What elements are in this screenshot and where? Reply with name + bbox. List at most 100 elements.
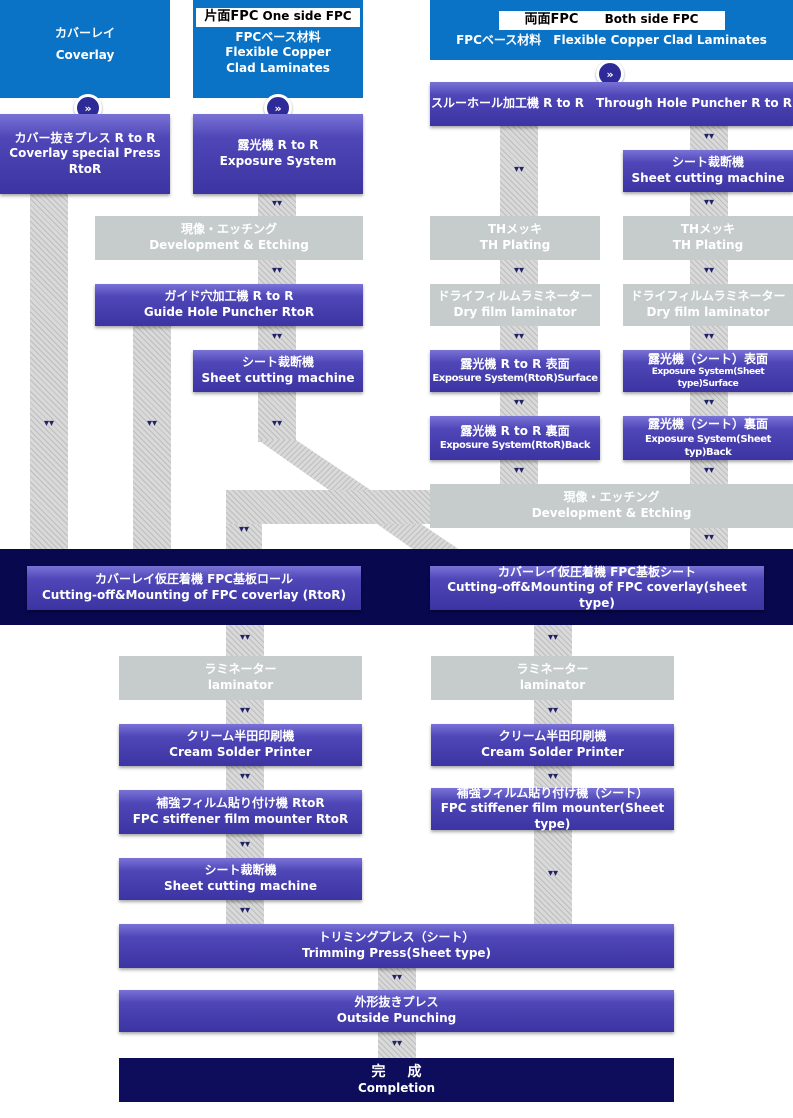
chevron-down-icon: ▾▾ (239, 632, 251, 643)
chevron-down-icon: ▾▾ (391, 972, 403, 983)
chevron-down-icon: ▾▾ (513, 331, 525, 342)
th-plating-1-jp: THメッキ (487, 222, 543, 237)
connector (226, 834, 264, 858)
laminator-2-box: ラミネーター laminator (431, 656, 674, 700)
chevron-down-icon: ▾▾ (703, 265, 715, 276)
cover-mount-roll-box: カバーレイ仮圧着機 FPC基板ロール Cutting-off&Mounting … (27, 566, 361, 610)
dev-etch-1-en: Development & Etching (149, 238, 309, 252)
connector (534, 766, 572, 790)
connector (226, 700, 264, 724)
sheet-cut-2-jp: シート裁断機 (671, 155, 744, 170)
guide-hole-jp: ガイド穴加工機 R to R (164, 289, 294, 304)
exposure-box: 露光機 R to R Exposure System (193, 114, 363, 194)
one-side-fpc-badge: 片面FPC One side FPC (196, 8, 360, 27)
connector (226, 900, 264, 924)
both-side-fpc-badge: 両面FPC Both side FPC (498, 11, 725, 31)
cream-1-en: Cream Solder Printer (169, 745, 312, 759)
connector (690, 392, 728, 416)
connector (500, 326, 538, 350)
chevron-down-icon: ▾▾ (513, 164, 525, 175)
connector (500, 126, 538, 216)
connector (378, 968, 416, 990)
exp-sheet-surface-en: Exposure System(Sheet type)Surface (651, 367, 765, 389)
sheet-cut-1-en: Sheet cutting machine (201, 371, 355, 385)
completion-en: Completion (357, 1081, 436, 1096)
exp-sheet-back-en: Exposure System(Sheet typ)Back (644, 433, 772, 458)
connector (500, 460, 538, 484)
chevron-down-icon: ▾▾ (547, 705, 559, 716)
cream-2-en: Cream Solder Printer (481, 745, 624, 759)
chevron-down-icon: ▾▾ (239, 705, 251, 716)
stiffener-rtor-jp: 補強フィルム貼り付け機 RtoR (156, 796, 325, 811)
cover-mount-roll-en: Cutting-off&Mounting of FPC coverlay (Rt… (41, 588, 347, 602)
chevron-down-icon: ▾▾ (703, 331, 715, 342)
coverlay-jp: カバーレイ (54, 26, 115, 41)
chevron-down-icon: ▾▾ (703, 397, 715, 408)
connector (690, 126, 728, 150)
connector (690, 528, 728, 550)
both-side-badge-en: Both side FPC (604, 12, 699, 27)
exposure-en: Exposure System (219, 154, 337, 168)
trimming-en: Trimming Press(Sheet type) (301, 946, 492, 960)
coverlay-source: カバーレイ Coverlay (0, 0, 170, 98)
cover-mount-sheet-jp: カバーレイ仮圧着機 FPC基板シート (498, 564, 696, 579)
connector (258, 392, 296, 442)
both-side-base: FPCベース材料 Flexible Copper Clad Laminates (456, 33, 767, 48)
dry-film-1-en: Dry film laminator (453, 305, 577, 319)
dry-film-2-box: ドライフィルムラミネーター Dry film laminator (623, 284, 793, 326)
cover-mount-roll-jp: カバーレイ仮圧着機 FPC基板ロール (95, 572, 293, 587)
exp-sheet-back-box: 露光機（シート）裏面 Exposure System(Sheet typ)Bac… (623, 416, 793, 460)
chevron-down-icon: ▾▾ (239, 839, 251, 850)
cover-mount-sheet-en: Cutting-off&Mounting of FPC coverlay(she… (447, 580, 747, 610)
coverlay-press-en2: RtoR (68, 161, 102, 176)
cream-2-jp: クリーム半田印刷機 (498, 729, 607, 744)
outside-jp: 外形抜きプレス (354, 995, 439, 1010)
laminator-1-jp: ラミネーター (204, 662, 277, 677)
chevron-down-icon: ▾▾ (703, 131, 715, 142)
chevron-down-icon: ▾▾ (703, 532, 715, 543)
connector (500, 392, 538, 416)
stiffener-sheet-en: FPC stiffener film mounter(Sheet type) (440, 801, 665, 831)
laminator-2-jp: ラミネーター (516, 662, 589, 677)
exp-rtor-back-jp: 露光機 R to R 裏面 (460, 423, 570, 438)
connector (500, 260, 538, 284)
coverlay-press-en: Coverlay special Press (9, 146, 161, 161)
exp-rtor-back-box: 露光機 R to R 裏面 Exposure System(RtoR)Back (430, 416, 600, 460)
exp-rtor-back-en: Exposure System(RtoR)Back (439, 440, 591, 452)
outside-box: 外形抜きプレス Outside Punching (119, 990, 674, 1032)
connector (534, 700, 572, 724)
connector (690, 460, 728, 484)
exp-sheet-surface-box: 露光機（シート）表面 Exposure System(Sheet type)Su… (623, 350, 793, 392)
connector (133, 326, 171, 550)
exp-rtor-surface-box: 露光機 R to R 表面 Exposure System(RtoR)Surfa… (430, 350, 600, 392)
th-plating-1-en: TH Plating (479, 238, 551, 252)
connector (226, 766, 264, 790)
exp-rtor-surface-jp: 露光機 R to R 表面 (460, 356, 570, 371)
dev-etch-1-jp: 現像・エッチング (180, 222, 277, 237)
laminator-2-en: laminator (519, 678, 586, 692)
dry-film-2-jp: ドライフィルムラミネーター (630, 289, 786, 304)
connector (534, 624, 572, 656)
one-side-base-en1: Flexible Copper (225, 45, 331, 60)
chevron-down-icon: ▾▾ (239, 905, 251, 916)
chevron-down-icon: ▾▾ (271, 418, 283, 429)
one-side-badge-en: One side FPC (262, 9, 352, 23)
chevron-down-icon: ▾▾ (239, 771, 251, 782)
chevron-down-icon: ▾▾ (547, 632, 559, 643)
connector (690, 326, 728, 350)
chevron-down-icon: ▾▾ (703, 465, 715, 476)
outside-en: Outside Punching (336, 1011, 457, 1025)
chevron-down-icon: ▾▾ (271, 265, 283, 276)
dry-film-1-box: ドライフィルムラミネーター Dry film laminator (430, 284, 600, 326)
sheet-cut-3-en: Sheet cutting machine (164, 879, 317, 893)
cream-1-box: クリーム半田印刷機 Cream Solder Printer (119, 724, 362, 766)
exposure-jp: 露光機 R to R (237, 138, 319, 153)
laminator-1-box: ラミネーター laminator (119, 656, 362, 700)
connector (378, 1032, 416, 1058)
chevron-down-icon: ▾▾ (271, 198, 283, 209)
stiffener-rtor-en: FPC stiffener film mounter RtoR (132, 812, 349, 826)
trimming-box: トリミングプレス（シート） Trimming Press(Sheet type) (119, 924, 674, 968)
chevron-down-icon: ▾▾ (547, 868, 559, 879)
sheet-cut-1-box: シート裁断機 Sheet cutting machine (193, 350, 363, 392)
chevron-down-icon: ▾▾ (513, 265, 525, 276)
